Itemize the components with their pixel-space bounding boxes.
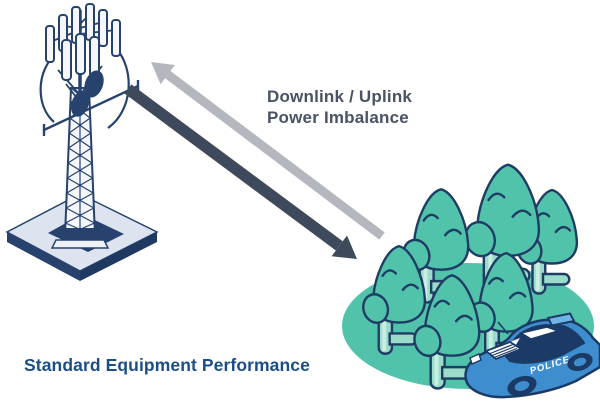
car-tail-light	[469, 352, 482, 366]
imbalance-label-line2: Power Imbalance	[267, 108, 409, 127]
car-roof-stripe	[519, 326, 561, 340]
downlink-arrow	[124, 84, 357, 259]
tower-antenna-array	[39, 3, 140, 136]
uplink-arrow-shaft	[165, 71, 385, 240]
car-antenna	[497, 321, 509, 335]
tower-base-plate	[50, 239, 110, 249]
cell-tower-illustration	[5, 3, 159, 281]
tower-platform-side-right	[80, 232, 157, 281]
uplink-arrow	[151, 62, 385, 240]
tower-base-pedestal	[62, 228, 98, 241]
imbalance-label-line1: Downlink / Uplink	[267, 87, 413, 106]
tower-platform-side-left	[7, 232, 80, 281]
car-wheel-icon	[567, 352, 593, 372]
downlink-arrow-shaft	[124, 84, 343, 251]
tower-dish-icon	[84, 70, 104, 98]
imbalance-label: Downlink / Uplink Power Imbalance	[267, 86, 412, 128]
tower-dish-icon	[70, 91, 90, 117]
uplink-arrowhead-icon	[151, 62, 175, 85]
car-wheel-icon	[507, 375, 537, 397]
downlink-arrowhead-icon	[331, 235, 357, 259]
car-door-seams	[535, 331, 564, 364]
car-trunk-vents	[489, 343, 518, 359]
car-lightbar-icon	[546, 312, 576, 327]
caption-label: Standard Equipment Performance	[24, 355, 310, 375]
police-car-illustration: POLICE	[464, 312, 600, 399]
